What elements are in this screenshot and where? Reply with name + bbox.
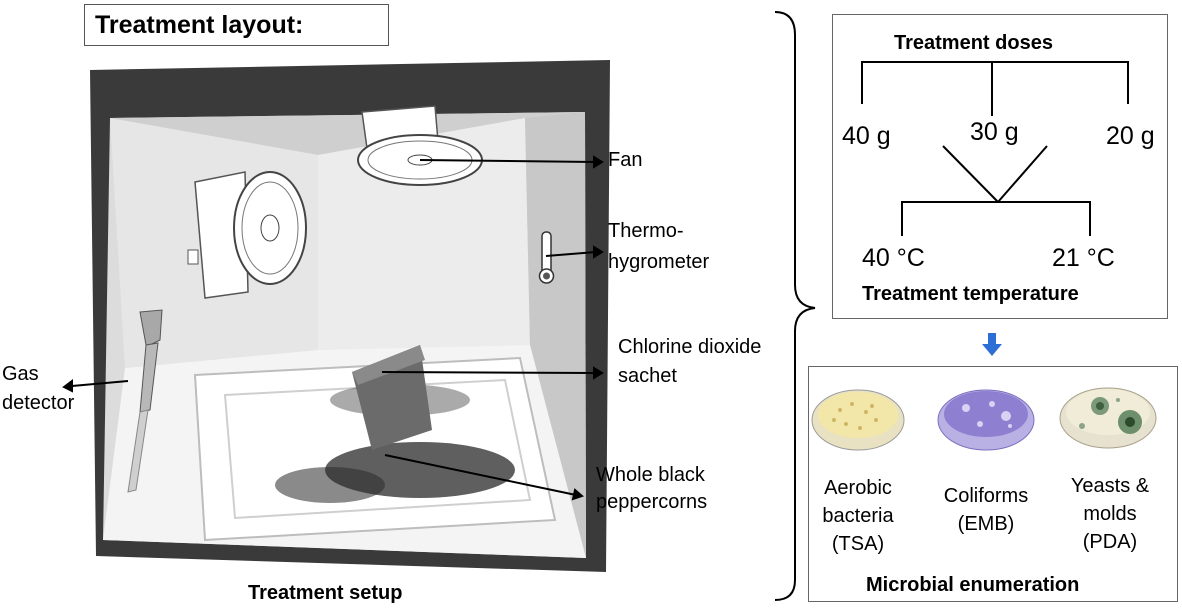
thermometer-icon bbox=[538, 231, 555, 284]
media-pda-line3: (PDA) bbox=[1082, 531, 1138, 553]
media-tsa-line3: (TSA) bbox=[831, 533, 885, 555]
petri-pda-icon bbox=[1059, 387, 1157, 449]
media-pda-line1: Yeasts & bbox=[1070, 475, 1150, 497]
treatment-doses-panel bbox=[832, 14, 1168, 319]
media-tsa-line1: Aerobic bbox=[824, 477, 892, 499]
label-pepper-line2: peppercorns bbox=[596, 491, 708, 513]
label-thermo-line1: Thermo- bbox=[608, 220, 684, 242]
label-gas-line2: detector bbox=[2, 392, 75, 414]
label-chlorine-line2: sachet bbox=[618, 365, 677, 387]
temperature-title: Treatment temperature bbox=[862, 283, 1079, 305]
label-gas-line1: Gas bbox=[2, 363, 39, 385]
right-wall bbox=[525, 112, 586, 558]
gas-detector-icon bbox=[127, 309, 163, 493]
media-tsa-line2: bacteria bbox=[822, 505, 894, 527]
bracket bbox=[774, 11, 816, 601]
media-pda-line2: molds bbox=[1083, 503, 1137, 525]
fan-wall-icon bbox=[187, 171, 307, 299]
chamber-ceiling bbox=[110, 112, 585, 155]
microbial-enumeration-panel bbox=[808, 366, 1178, 602]
label-pepper-line1: Whole black bbox=[596, 464, 705, 486]
petri-emb-icon bbox=[937, 389, 1035, 451]
label-fan: Fan bbox=[608, 149, 643, 171]
dose-value: 20 g bbox=[1106, 122, 1155, 150]
temp-value: 40 °C bbox=[862, 244, 925, 272]
petri-tsa-icon bbox=[811, 389, 905, 451]
label-thermo-line2: hygrometer bbox=[608, 251, 710, 273]
label-chlorine-line1: Chlorine dioxide bbox=[618, 336, 762, 358]
enumeration-title: Microbial enumeration bbox=[866, 574, 1080, 596]
down-arrow-icon bbox=[982, 333, 1002, 356]
media-emb-line1: Coliforms bbox=[943, 485, 1029, 507]
dose-value: 40 g bbox=[842, 122, 891, 150]
temp-value: 21 °C bbox=[1052, 244, 1115, 272]
setup-caption: Treatment setup bbox=[248, 582, 403, 604]
dose-value: 30 g bbox=[970, 118, 1019, 146]
page-title: Treatment layout: bbox=[84, 4, 389, 46]
media-emb-line2: (EMB) bbox=[957, 513, 1015, 535]
doses-tree bbox=[861, 61, 1129, 236]
doses-title: Treatment doses bbox=[894, 32, 1053, 54]
